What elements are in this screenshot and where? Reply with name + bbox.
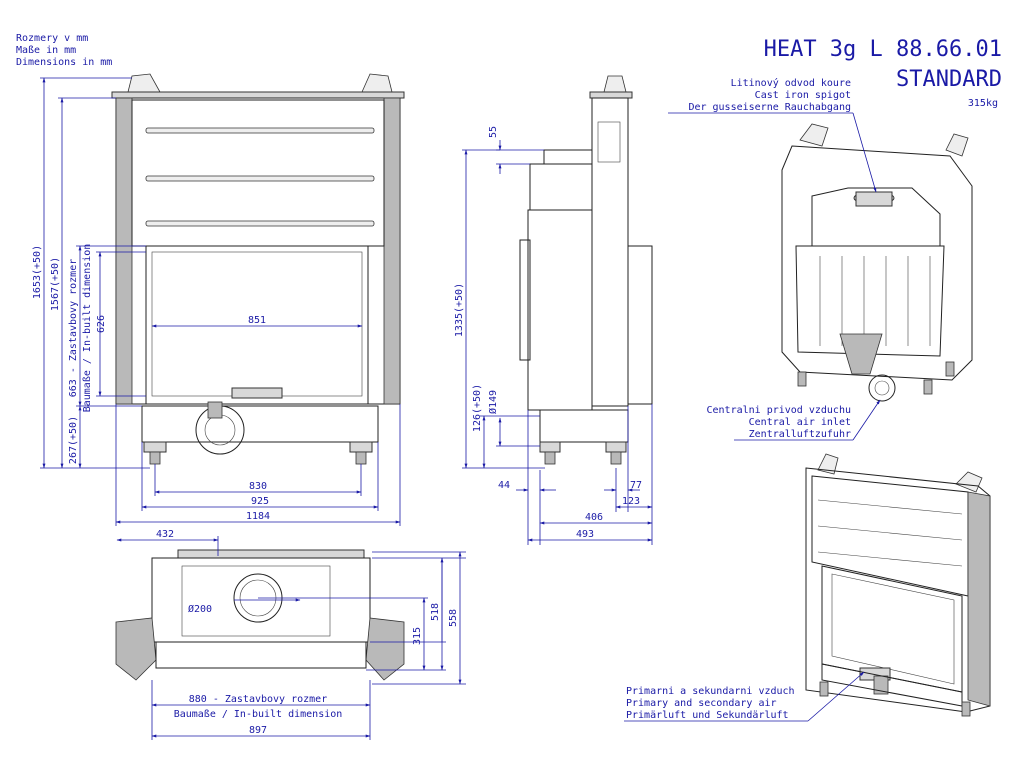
callout-central-air-cz: Centralni privod vzduchu xyxy=(707,405,852,416)
dim-glass-851: 851 xyxy=(248,315,266,326)
dim-side-77: 77 xyxy=(630,480,642,491)
model-title: HEAT 3g L 88.66.01 xyxy=(764,37,1002,62)
callout-central-air-de: Zentralluftzufuhr xyxy=(749,429,851,440)
dim-925: 925 xyxy=(251,496,269,507)
units-note-de: Maße in mm xyxy=(16,45,76,56)
dim-side-44: 44 xyxy=(498,480,510,491)
iso-view-front: Primarni a sekundarni vzduch Primary and… xyxy=(624,453,991,722)
dim-top-432: 432 xyxy=(156,529,174,540)
callout-central-air-en: Central air inlet xyxy=(749,417,851,428)
units-note-en: Dimensions in mm xyxy=(16,57,112,68)
dim-side-126: 126(+50) xyxy=(472,384,483,432)
dim-builtin-663-sub: Baumaße / In-built dimension xyxy=(82,244,93,413)
dim-top-flue: Ø200 xyxy=(188,603,212,615)
title-block: HEAT 3g L 88.66.01 STANDARD 315kg xyxy=(764,37,1002,109)
side-view: 55 1335(+50) 126(+50) Ø149 44 77 123 406… xyxy=(454,75,653,545)
callout-primary-air-en: Primary and secondary air xyxy=(626,698,777,709)
top-handle-right xyxy=(365,617,405,681)
dim-top-897: 897 xyxy=(249,725,267,736)
dim-side-493: 493 xyxy=(576,529,594,540)
front-view: 1653(+50) 1567(+50) 663 - Zastavbovy roz… xyxy=(32,73,405,526)
callout-spigot-cz: Litinový odvod koure xyxy=(731,77,851,89)
lift-handle-left xyxy=(127,73,161,93)
dim-height-1567: 1567(+50) xyxy=(50,257,61,311)
dim-side-55: 55 xyxy=(488,126,499,138)
dim-top-880-sub: Baumaße / In-built dimension xyxy=(174,709,343,720)
dim-side-inlet: Ø149 xyxy=(487,390,499,414)
callout-spigot-de: Der gusseiserne Rauchabgang xyxy=(688,102,851,113)
dim-830: 830 xyxy=(249,481,267,492)
dim-1184: 1184 xyxy=(246,511,270,522)
dim-top-880: 880 - Zastavbovy rozmer xyxy=(189,694,327,705)
callout-primary-air-de: Primärluft und Sekundärluft xyxy=(626,710,789,721)
dim-base-267: 267(+50) xyxy=(68,416,79,464)
top-view: 432 Ø200 518 558 315 880 - Zastavbovy ro… xyxy=(115,529,466,740)
dim-side-1335: 1335(+50) xyxy=(454,283,465,337)
dim-side-123: 123 xyxy=(622,496,640,507)
dim-top-518: 518 xyxy=(430,603,441,621)
callout-spigot-en: Cast iron spigot xyxy=(755,90,851,101)
top-handle-left xyxy=(115,617,157,681)
units-note: Rozmery v mm Maße in mm Dimensions in mm xyxy=(16,33,112,68)
units-note-cz: Rozmery v mm xyxy=(16,33,88,44)
weight-label: 315kg xyxy=(968,98,998,109)
dim-top-558: 558 xyxy=(448,609,459,627)
callout-primary-air-cz: Primarni a sekundarni vzduch xyxy=(626,686,795,697)
dim-glass-626: 626 xyxy=(96,315,107,333)
lift-handle-right xyxy=(361,73,393,93)
dim-height-1653: 1653(+50) xyxy=(32,245,43,299)
iso-view-back: Litinový odvod koure Cast iron spigot De… xyxy=(668,77,973,441)
dim-top-315: 315 xyxy=(412,627,423,645)
dim-builtin-663: 663 - Zastavbovy rozmer xyxy=(68,259,79,397)
dim-side-406: 406 xyxy=(585,512,603,523)
variant-title: STANDARD xyxy=(896,67,1002,92)
